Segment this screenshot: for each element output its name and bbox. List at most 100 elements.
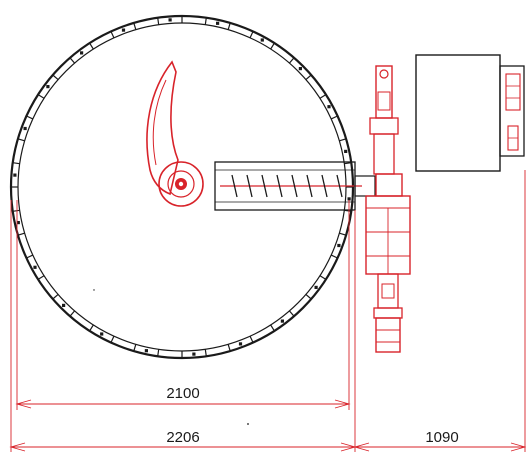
rim-segment — [249, 31, 254, 39]
rim-segment — [110, 335, 115, 343]
arrow-left-2100 — [15, 399, 32, 409]
rim-segment — [37, 275, 45, 280]
drive-lower-slot — [381, 283, 395, 299]
rim-segment — [12, 162, 20, 165]
screw-flight — [321, 174, 328, 198]
rim-segment — [330, 115, 338, 120]
rim-bolt — [298, 67, 302, 71]
drive-top-slot — [377, 91, 391, 111]
rim-segment — [69, 310, 76, 317]
rim-segment — [26, 115, 34, 120]
rim-segment — [319, 275, 327, 280]
rim-segment — [157, 349, 160, 357]
rim-segment — [12, 209, 20, 212]
hub-bore — [178, 181, 184, 187]
arrow-right-2100 — [334, 399, 351, 409]
rim-segment — [89, 42, 94, 50]
rim-bolt — [23, 126, 27, 131]
rim-segment — [52, 74, 59, 81]
drive-upper-clamp — [369, 117, 399, 135]
dimension-drum-diameter: 2100 — [15, 385, 351, 409]
rim-bolt — [216, 21, 220, 25]
drive-coupling — [375, 173, 403, 197]
dimension-side-unit: 1090 — [353, 429, 526, 452]
rim-bolt — [192, 352, 196, 356]
rim-bolt — [347, 197, 351, 201]
rim-segment — [344, 162, 352, 165]
rim-segment — [339, 138, 347, 142]
rim-bolt — [121, 28, 126, 32]
rim-segment — [69, 57, 76, 64]
drive-motor — [375, 317, 401, 353]
rim-segment — [133, 22, 137, 30]
rim-bolt — [33, 265, 37, 269]
rim-bolt — [62, 303, 66, 307]
rim-bolt — [144, 349, 148, 353]
screw-flight — [336, 174, 343, 198]
rim-bolt — [238, 342, 243, 346]
rim-bolt — [13, 173, 17, 177]
screw-flight — [231, 174, 238, 198]
rim-segment — [330, 254, 338, 259]
arrow-left-2206 — [9, 442, 26, 452]
rim-segment — [37, 94, 45, 99]
rim-bolt — [327, 105, 331, 109]
rim-segment — [52, 293, 59, 300]
rim-segment — [204, 349, 207, 357]
hook-blade-inner — [152, 79, 167, 166]
rim-bolt — [80, 51, 84, 55]
drive-unit — [365, 65, 411, 353]
screw-flight — [246, 174, 253, 198]
arrow-right-1090 — [510, 442, 526, 452]
drive-motor-flange — [373, 307, 403, 319]
rim-segment — [305, 74, 312, 81]
drive-upper-column — [373, 133, 395, 175]
hook-arm — [146, 60, 204, 207]
speck-2 — [93, 289, 95, 291]
dimension-overall-drum: 2206 — [9, 429, 357, 452]
drum — [9, 14, 355, 360]
screw-flights — [231, 174, 343, 198]
drive-top-pin — [379, 69, 389, 79]
rim-segment — [157, 17, 160, 25]
rim-segment — [110, 31, 115, 39]
rim-segment — [133, 344, 137, 352]
rim-segment — [26, 254, 34, 259]
rim-segment — [339, 232, 347, 236]
rim-segment — [227, 22, 231, 30]
screw-conveyor — [214, 161, 376, 211]
cabinet-top-module — [505, 73, 521, 111]
conveyor-end-block — [354, 175, 376, 197]
rim-segment — [89, 324, 94, 332]
arrow-left-1090 — [353, 442, 370, 452]
dimension-label-1090: 1090 — [425, 429, 458, 446]
screw-flight — [261, 174, 268, 198]
rim-segment — [17, 232, 25, 236]
dimension-extension-lines — [10, 170, 526, 452]
rim-bolt — [168, 18, 172, 22]
hub-middle — [167, 170, 195, 198]
screw-flight — [276, 174, 283, 198]
rim-segment — [288, 310, 295, 317]
rim-segment — [227, 344, 231, 352]
cabinet-side-box — [499, 65, 525, 157]
rim-segment — [288, 57, 295, 64]
drive-lower-column — [377, 273, 399, 309]
speck-1 — [247, 423, 249, 425]
rim-bolt — [337, 243, 341, 248]
drum-rim-segments — [11, 16, 353, 358]
rim-segment — [249, 335, 254, 343]
dimension-label-2206: 2206 — [166, 429, 199, 446]
rim-segment — [270, 42, 275, 50]
rim-bolt — [16, 221, 20, 225]
rim-bolt — [260, 38, 264, 42]
cabinet-body — [415, 54, 501, 172]
rim-segment — [319, 94, 327, 99]
rim-segment — [17, 138, 25, 142]
screw-flight — [291, 174, 298, 198]
control-cabinet — [415, 54, 525, 172]
rim-bolt — [46, 85, 50, 89]
rim-bolt — [280, 319, 284, 323]
rim-bolt — [314, 285, 318, 289]
